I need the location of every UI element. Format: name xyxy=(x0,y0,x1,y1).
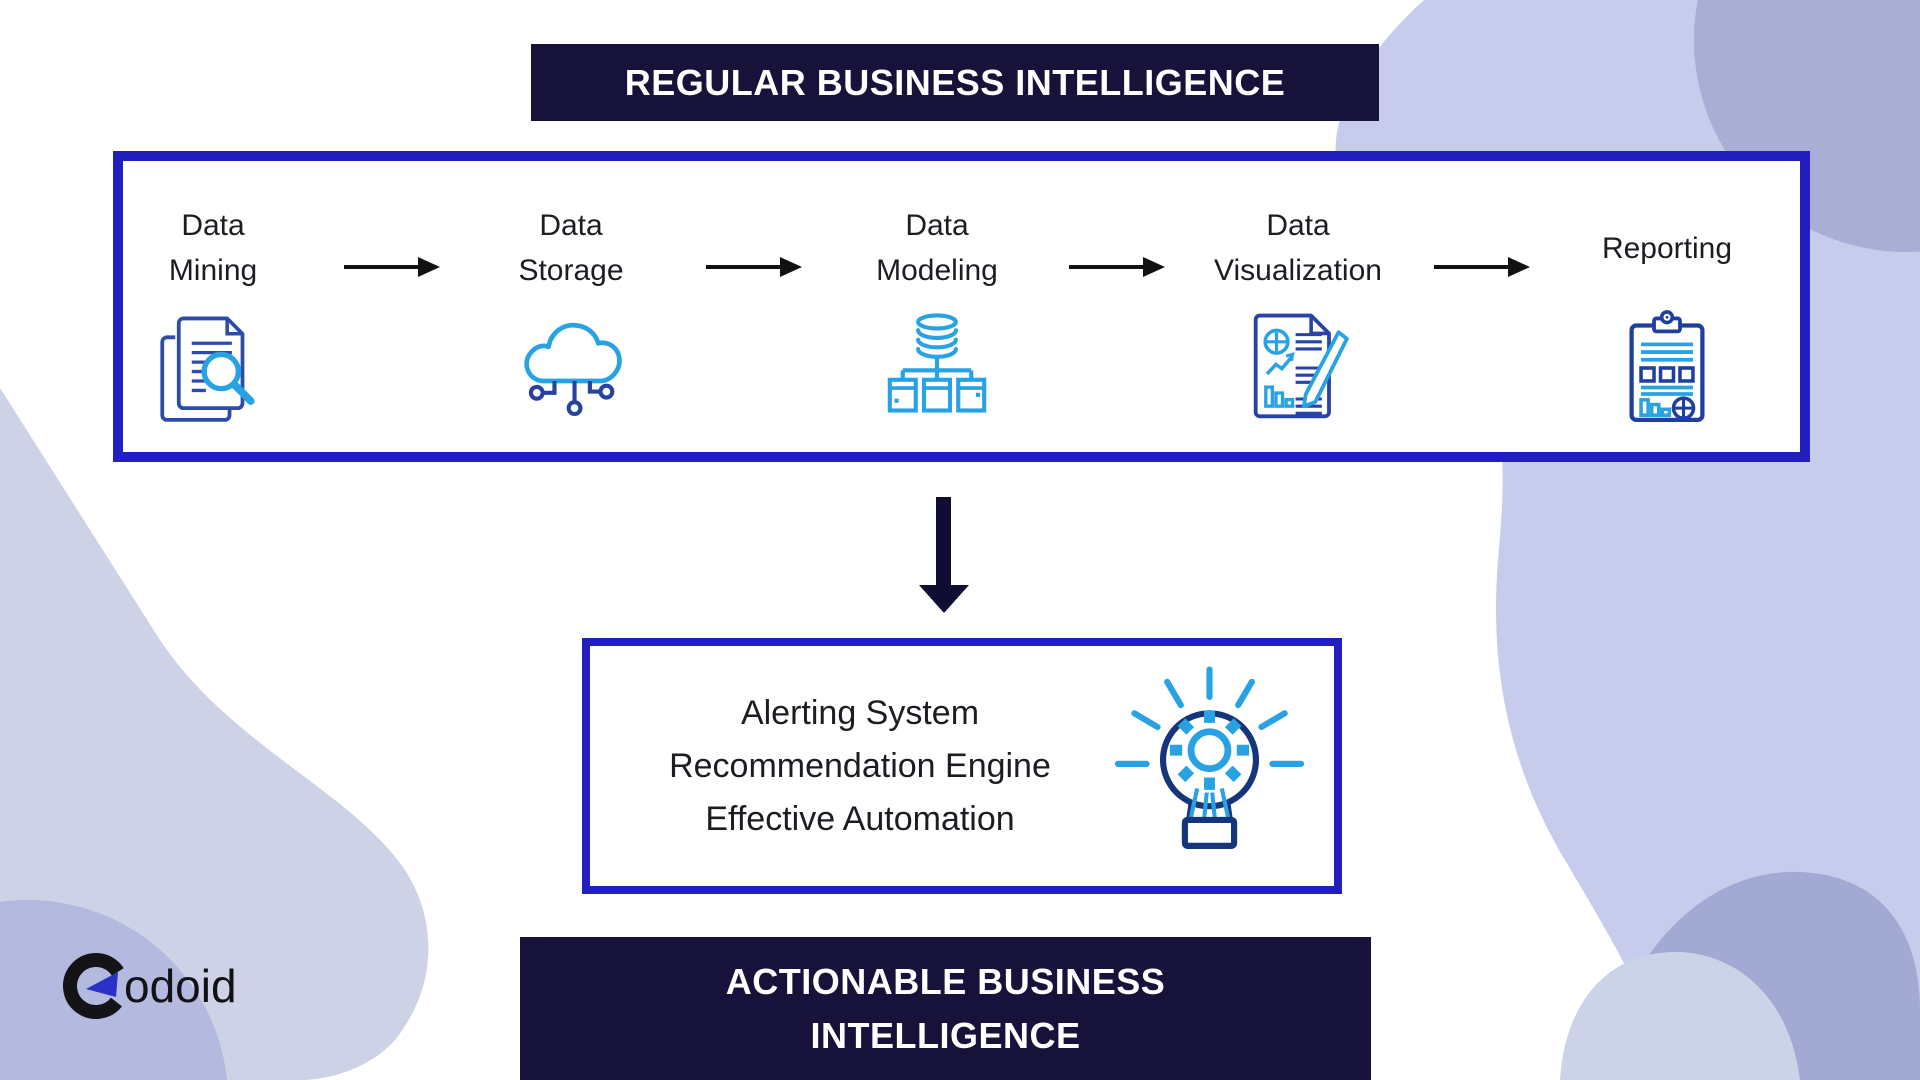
codoid-logo-mark xyxy=(63,953,129,1019)
regular-bi-banner: REGULAR BUSINESS INTELLIGENCE xyxy=(531,44,1379,121)
flow-item-reporting: Reporting xyxy=(1537,192,1797,442)
flow-item-data-storage: Data Storage xyxy=(441,192,701,442)
flow-item-data-modeling: Data Modeling xyxy=(807,192,1067,442)
flow-box xyxy=(113,151,1810,462)
flow-item-label: Reporting xyxy=(1601,231,1733,265)
flow-arrow xyxy=(344,255,440,279)
codoid-logo-triangle xyxy=(86,972,118,997)
flow-arrow xyxy=(706,255,802,279)
data-visualization-icon xyxy=(1253,313,1349,419)
actionable-line: Recommendation Engine xyxy=(669,746,1051,785)
flow-item-label: Data Mining xyxy=(168,209,258,287)
actionable-bi-banner-line: ACTIONABLE BUSINESS xyxy=(725,960,1166,1002)
reporting-icon xyxy=(1629,310,1705,423)
data-modeling-icon xyxy=(887,313,987,413)
flow-item-data-visualization: Data Visualization xyxy=(1158,192,1438,442)
actionable-box: Alerting System Recommendation Engine Ef… xyxy=(582,638,1342,894)
actionable-bi-banner: ACTIONABLE BUSINESS INTELLIGENCE xyxy=(520,937,1371,1080)
regular-bi-banner-label: REGULAR BUSINESS INTELLIGENCE xyxy=(624,62,1286,103)
down-arrow-icon xyxy=(919,497,969,613)
flow-arrow xyxy=(1069,255,1165,279)
background-circle-top-right xyxy=(1694,0,1920,252)
actionable-bi-banner-line: INTELLIGENCE xyxy=(810,1014,1081,1056)
actionable-box-text: Alerting System Recommendation Engine Ef… xyxy=(620,646,1100,886)
background-blob-left xyxy=(0,388,429,1080)
flow-item-label: Data Storage xyxy=(518,209,624,287)
flow-arrow xyxy=(1434,255,1530,279)
lightbulb-gear-icon xyxy=(1114,666,1305,849)
actionable-line: Alerting System xyxy=(740,693,980,732)
flow-item-label: Data Modeling xyxy=(876,209,998,287)
flow-item-data-mining: Data Mining xyxy=(83,192,343,442)
codoid-logo-text: odoid xyxy=(124,960,237,1012)
background-blob-bottom-right-light xyxy=(1560,951,1800,1080)
data-mining-icon xyxy=(160,316,255,422)
flow-item-label: Data Visualization xyxy=(1214,209,1382,287)
actionable-line: Effective Automation xyxy=(705,799,1015,838)
codoid-logo: odoid xyxy=(63,953,237,1019)
data-storage-icon xyxy=(524,322,622,417)
